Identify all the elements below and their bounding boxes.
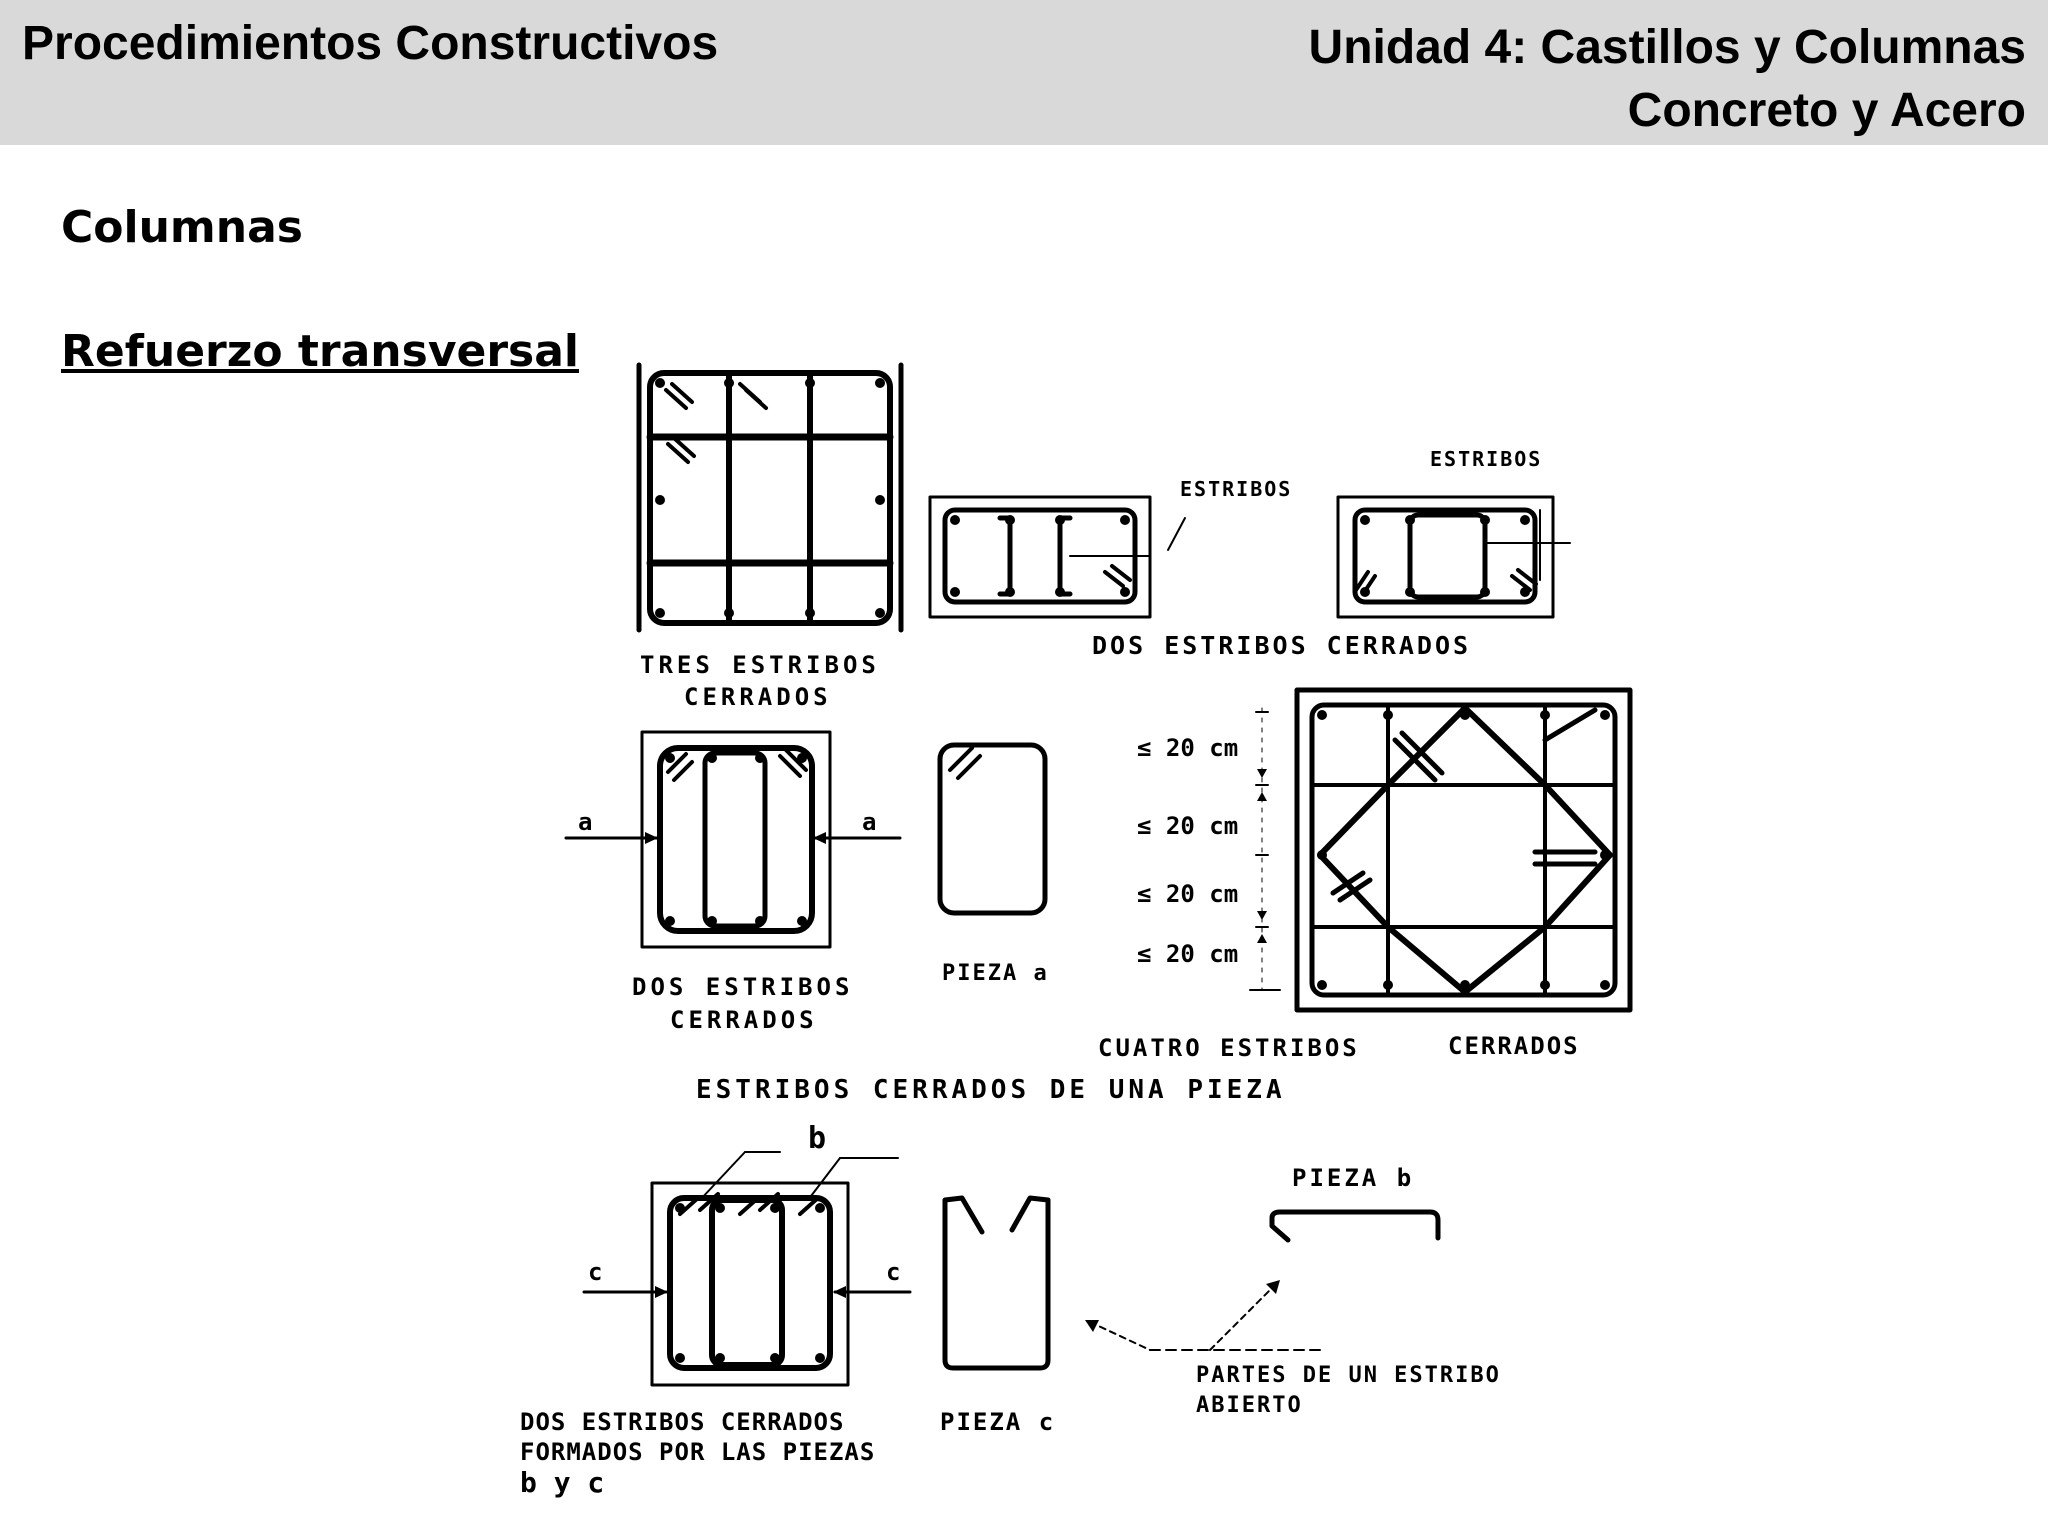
label-dos-estribos-bot-1: DOS ESTRIBOS CERRADOS — [520, 1408, 844, 1436]
label-cuatro-cerrados: CERRADOS — [1448, 1032, 1580, 1060]
section-title: Columnas — [61, 202, 303, 253]
label-dos-estribos-bot-2: FORMADOS POR LAS PIEZAS — [520, 1438, 875, 1466]
label-tres-estribos-2: CERRADOS — [684, 683, 832, 711]
label-pieza-c: PIEZA c — [940, 1408, 1055, 1436]
dos-estribos-diagram-right — [1336, 495, 1571, 619]
label-estribos-right: ESTRIBOS — [1430, 447, 1542, 471]
label-dos-estribos-mid-1: DOS ESTRIBOS — [632, 973, 853, 1001]
label-spacing-3: ≤ 20 cm — [1137, 880, 1238, 908]
label-pieza-b: PIEZA b — [1292, 1164, 1414, 1192]
dos-estribos-section-c — [582, 1151, 912, 1387]
label-section-a-left: a — [578, 808, 592, 836]
dos-estribos-diagram-left — [928, 495, 1186, 619]
label-cuatro-estribos: CUATRO ESTRIBOS — [1098, 1034, 1360, 1062]
unit-title-line-1: Unidad 4: Castillos y Columnas — [1308, 21, 2026, 74]
label-section-a-right: a — [862, 808, 876, 836]
pieza-b-shape — [1269, 1209, 1441, 1243]
tres-estribos-diagram — [636, 362, 904, 633]
label-partes-2: ABIERTO — [1196, 1393, 1303, 1418]
label-partes-1: PARTES DE UN ESTRIBO — [1196, 1363, 1501, 1388]
label-b: b — [808, 1121, 826, 1156]
label-spacing-2: ≤ 20 cm — [1137, 812, 1238, 840]
label-spacing-4: ≤ 20 cm — [1137, 940, 1238, 968]
course-title: Procedimientos Constructivos — [22, 17, 719, 70]
label-dos-estribos-top: DOS ESTRIBOS CERRADOS — [1092, 631, 1471, 660]
dos-estribos-section-a — [564, 730, 902, 949]
label-tres-estribos-1: TRES ESTRIBOS — [640, 651, 880, 679]
label-pieza-a: PIEZA a — [942, 961, 1049, 986]
label-section-c-left: c — [588, 1258, 602, 1286]
label-spacing-1: ≤ 20 cm — [1137, 734, 1238, 762]
label-section-c-right: c — [886, 1258, 900, 1286]
pieza-c-shape — [942, 1195, 1051, 1371]
label-dos-estribos-mid-2: CERRADOS — [670, 1006, 818, 1034]
partes-leaders — [1085, 1280, 1321, 1351]
label-estribos-una-pieza: ESTRIBOS CERRADOS DE UNA PIEZA — [696, 1075, 1286, 1105]
label-dos-estribos-bot-3: b y c — [520, 1466, 604, 1499]
slide-header: Procedimientos Constructivos Unidad 4: C… — [0, 0, 2048, 145]
pieza-a-shape — [937, 742, 1048, 916]
cuatro-estribos-diagram — [1249, 687, 1633, 1013]
section-subtitle: Refuerzo transversal — [61, 326, 580, 377]
unit-title: Unidad 4: Castillos y Columnas Concreto … — [1309, 16, 2026, 142]
label-estribos-left: ESTRIBOS — [1180, 477, 1292, 501]
unit-title-line-2: Concreto y Acero — [1627, 84, 2026, 137]
